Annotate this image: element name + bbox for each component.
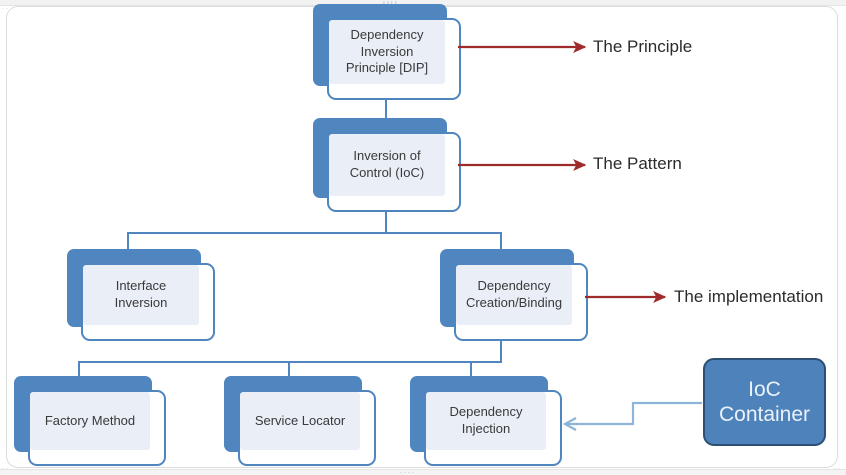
node-label: Dependency Inversion Principle [DIP] <box>345 27 429 76</box>
connector-ioc-bus <box>127 232 502 234</box>
node-inner-fill: Dependency Injection <box>426 392 546 450</box>
bottom-left-handle[interactable]: .. <box>2 464 10 471</box>
connector-drop-factory <box>78 361 80 377</box>
node-card: Dependency Inversion Principle [DIP] <box>327 18 461 100</box>
node-inner-fill: Inversion of Control (IoC) <box>329 134 445 196</box>
node-factory-method[interactable]: Factory Method <box>14 376 166 466</box>
node-card: Interface Inversion <box>81 263 215 341</box>
window-bottom-edge <box>0 469 846 475</box>
node-ioc-container[interactable]: IoC Container <box>703 358 826 446</box>
node-interface-inversion[interactable]: Interface Inversion <box>67 249 215 341</box>
node-label: Dependency Creation/Binding <box>465 278 563 310</box>
connector-ioc-stem <box>385 210 387 233</box>
node-inversion-of-control[interactable]: Inversion of Control (IoC) <box>313 118 461 212</box>
node-inner-fill: Service Locator <box>240 392 360 450</box>
node-inner-fill: Dependency Inversion Principle [DIP] <box>329 20 445 84</box>
node-dependency-injection[interactable]: Dependency Injection <box>410 376 562 466</box>
node-label: Factory Method <box>44 412 136 428</box>
node-label: Service Locator <box>254 412 346 428</box>
connector-bottom-bus <box>78 361 502 363</box>
connector-drop-di <box>470 361 472 377</box>
node-dependency-creation-binding[interactable]: Dependency Creation/Binding <box>440 249 588 341</box>
node-dependency-inversion-principle[interactable]: Dependency Inversion Principle [DIP] <box>313 4 461 100</box>
top-resize-handle[interactable]: ıııı <box>383 0 399 7</box>
node-card: Inversion of Control (IoC) <box>327 132 461 212</box>
node-card: Service Locator <box>238 390 376 466</box>
connector-depcb-stem <box>500 339 502 362</box>
node-inner-fill: Dependency Creation/Binding <box>456 265 572 325</box>
node-inner-fill: Factory Method <box>30 392 150 450</box>
annotation-the-principle: The Principle <box>593 37 693 56</box>
connector-drop-locator <box>288 361 290 377</box>
node-label: IoC Container <box>718 377 811 426</box>
connector-drop-interface <box>127 232 129 249</box>
connector-drop-depcb <box>500 232 502 249</box>
node-service-locator[interactable]: Service Locator <box>224 376 376 466</box>
node-inner-fill: Interface Inversion <box>83 265 199 325</box>
top-left-handle[interactable]: .. <box>2 4 10 11</box>
node-label: Dependency Injection <box>449 404 523 436</box>
node-card: Factory Method <box>28 390 166 466</box>
annotation-the-implementation: The implementation <box>674 287 824 306</box>
node-card: Dependency Creation/Binding <box>454 263 588 341</box>
node-label: Inversion of Control (IoC) <box>349 148 425 180</box>
connector-dip-to-ioc <box>385 96 387 122</box>
annotation-the-pattern: The Pattern <box>593 154 682 173</box>
node-card: Dependency Injection <box>424 390 562 466</box>
node-label: Interface Inversion <box>114 278 168 310</box>
bottom-right-handle[interactable]: .. <box>834 464 842 471</box>
bottom-resize-handle[interactable]: .... <box>400 468 416 475</box>
